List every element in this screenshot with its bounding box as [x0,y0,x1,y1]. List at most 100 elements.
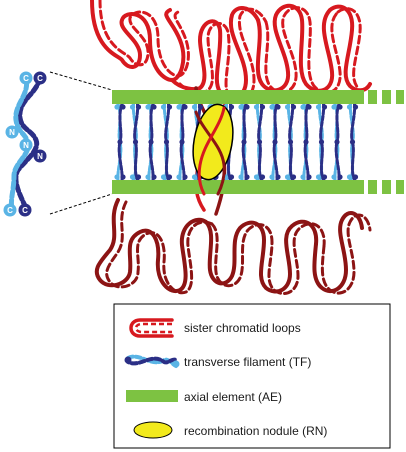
inset-node-c-top-2 [33,71,47,85]
transverse-filaments [114,102,359,182]
transverse-filament-bead [176,174,182,180]
transverse-filament-bead [352,104,359,110]
axial-element-top-dash-3 [396,90,404,104]
transverse-filament-bead [179,139,185,145]
legend-item-loops: sister chromatid loops [129,318,301,338]
inset-label-n-3: N [37,152,43,161]
inset-label-n-2: N [23,141,29,150]
transverse-filament-bead [346,174,353,180]
transverse-filament-bead [132,139,139,145]
transverse-filament-strand [118,102,124,144]
transverse-filament-bead [191,174,198,180]
transverse-filament-bead [349,139,356,145]
axial-elements [112,90,404,194]
bottom-loop-solid-1 [94,198,208,294]
transverse-filament-bead [244,174,250,180]
legend-loops-icon-solid [129,318,174,338]
legend-ae-icon [126,390,178,402]
transverse-filament-bead [166,104,173,110]
axial-element-bottom-dash-3 [396,180,404,194]
transverse-filament-bead [228,104,235,110]
transverse-filament-bead [114,174,120,180]
inset-label-c-bottom-2: C [22,206,28,215]
legend-box: sister chromatid loops transverse filame… [113,303,391,449]
transverse-filament-bead [290,104,297,110]
transverse-filament-bead [337,174,343,180]
legend-item-rn: recombination nodule (RN) [133,421,327,439]
transverse-filament-bead [272,139,278,145]
legend-item-ae: axial element (AE) [126,390,282,404]
legend-tf-end-1 [124,356,132,364]
legend-rn-icon [133,421,173,439]
top-loop-solid-2 [170,6,260,101]
transverse-filament-bead [120,174,126,180]
transverse-filament-bead [129,104,136,110]
transverse-filament-bead [259,104,266,110]
inset-label-c-top-1: C [23,74,29,83]
transverse-filament-bead [145,104,151,110]
bottom-loop-dashed-3 [320,213,372,295]
bottom-loop-solid-3 [312,211,364,294]
top-loop-dashed-1 [98,0,190,78]
transverse-filament-strand [304,102,310,144]
top-chromatid-loops [90,0,372,103]
transverse-filament-bead [197,104,204,110]
transverse-filament-bead [228,174,235,180]
inset-label-c-top-2: C [37,74,43,83]
top-loop-solid-3 [255,3,335,93]
transverse-filament-bead [176,104,182,110]
transverse-filament-bead [253,104,260,110]
zoom-guide-top [49,71,113,91]
transverse-filament-strand [149,102,155,144]
transverse-filament-bead [256,139,263,145]
transverse-filament-strand [335,102,341,144]
transverse-filament-bead [334,139,340,145]
transverse-filament-bead [135,174,142,180]
inset-node-n-1 [5,125,19,139]
bottom-loop-dashed-1 [105,200,214,295]
axial-element-bottom-dash-2 [382,180,391,194]
transverse-filament-bead [160,104,167,110]
axial-element-top-dash-2 [382,90,391,104]
transverse-filament-bead [129,174,136,180]
transverse-filament-strand [242,102,248,144]
transverse-filament-strand [273,102,279,144]
transverse-filament-bead [284,174,291,180]
top-loop-dashed-4 [336,7,362,90]
tf-molecule-inset: C C N N N C C [3,71,47,217]
transverse-filament-bead [315,174,322,180]
top-loop-dashed-3 [264,6,342,95]
transverse-filament-bead [306,174,312,180]
transverse-filament-bead [269,174,275,180]
crossover-strand-overlay [194,110,226,196]
zoom-guide-bottom [49,193,113,215]
transverse-filament-bead [331,104,337,110]
legend-item-tf: transverse filament (TF) [124,354,311,369]
legend-loops-label: sister chromatid loops [184,321,301,335]
transverse-filament-bead [303,139,309,145]
transverse-filament-bead [166,174,173,180]
transverse-filament-bead [315,104,322,110]
transverse-filament-bead [135,104,142,110]
transverse-filament-bead [318,139,325,145]
transverse-filament-strand [180,102,186,144]
inset-label-c-bottom-1: C [7,206,13,215]
transverse-filament-bead [151,104,157,110]
transverse-filament-bead [337,104,343,110]
crossover-strand-overlay-2 [197,106,226,196]
bottom-loop-solid-2 [204,219,319,294]
axial-element-top-dash-1 [368,90,377,104]
transverse-filament-strand [164,140,170,182]
transverse-filament-bead [145,174,151,180]
transverse-filament-bead [259,174,266,180]
inset-label-n-1: N [9,128,15,137]
transverse-filament-bead [346,104,353,110]
transverse-filament-bead [253,174,260,180]
transverse-filament-bead [160,174,167,180]
transverse-filament-bead [151,174,157,180]
transverse-filament-bead [148,139,154,145]
inset-node-c-bottom-2 [18,203,32,217]
transverse-filament-bead [114,104,120,110]
